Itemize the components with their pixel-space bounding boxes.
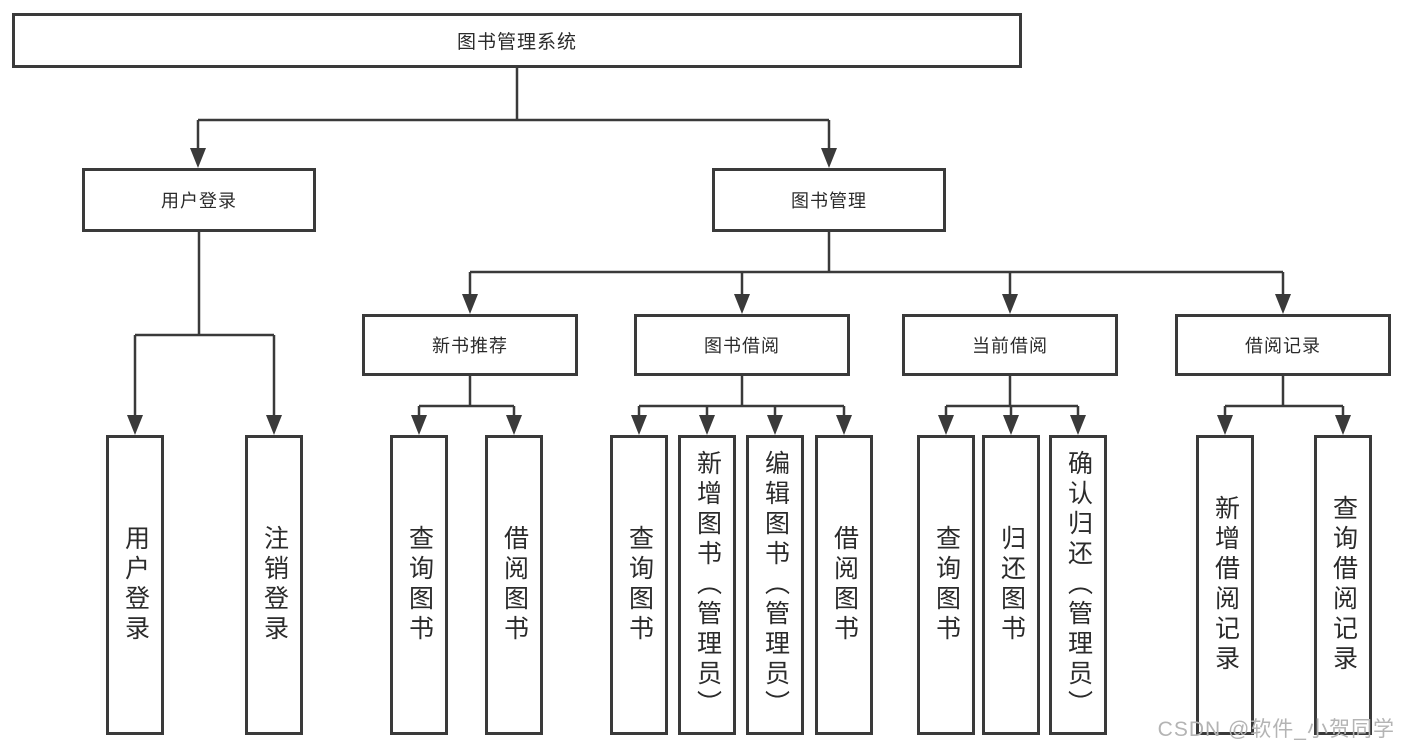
node-current-borrow: 当前借阅 bbox=[902, 314, 1118, 376]
leaf-logout: 注销登录 bbox=[245, 435, 303, 735]
leaf-user-login: 用户登录 bbox=[106, 435, 164, 735]
watermark-csdn: CSDN @软件_小贺同学 bbox=[1157, 718, 1395, 741]
node-label: 确认归还（管理员） bbox=[1064, 450, 1093, 720]
node-label: 图书管理 bbox=[791, 191, 867, 211]
node-label: 用户登录 bbox=[161, 191, 237, 211]
node-label: 查询图书 bbox=[932, 525, 961, 645]
node-library-system: 图书管理系统 bbox=[12, 13, 1022, 68]
node-label: 借阅记录 bbox=[1245, 336, 1321, 356]
leaf-query-books-borrow: 查询图书 bbox=[610, 435, 668, 735]
node-label: 图书管理系统 bbox=[456, 32, 577, 53]
connector-records-to-leaves bbox=[1217, 376, 1351, 435]
node-user-login: 用户登录 bbox=[82, 168, 316, 232]
node-new-book-recommend: 新书推荐 bbox=[362, 314, 578, 376]
node-label: 借阅图书 bbox=[500, 525, 529, 645]
node-borrow-records: 借阅记录 bbox=[1175, 314, 1391, 376]
leaf-query-books-recommend: 查询图书 bbox=[390, 435, 448, 735]
node-book-management: 图书管理 bbox=[712, 168, 946, 232]
leaf-add-borrow-record: 新增借阅记录 bbox=[1196, 435, 1254, 735]
connector-login-to-leaves bbox=[127, 232, 282, 435]
connector-mgmt-to-level3 bbox=[462, 232, 1291, 314]
connector-root-to-level2 bbox=[190, 68, 837, 168]
node-label: 新书推荐 bbox=[432, 336, 508, 356]
node-label: 新增借阅记录 bbox=[1211, 495, 1240, 675]
connector-current-to-leaves bbox=[938, 376, 1086, 435]
node-book-borrow: 图书借阅 bbox=[634, 314, 850, 376]
node-label: 图书借阅 bbox=[704, 336, 780, 356]
leaf-edit-book-admin: 编辑图书（管理员） bbox=[746, 435, 804, 735]
node-label: 用户登录 bbox=[121, 525, 150, 645]
leaf-return-books: 归还图书 bbox=[982, 435, 1040, 735]
connector-newbook-to-leaves bbox=[411, 376, 522, 435]
leaf-add-book-admin: 新增图书（管理员） bbox=[678, 435, 736, 735]
node-label: 归还图书 bbox=[997, 525, 1026, 645]
node-label: 查询图书 bbox=[625, 525, 654, 645]
connector-borrow-to-leaves bbox=[631, 376, 852, 435]
node-label: 查询借阅记录 bbox=[1329, 495, 1358, 675]
node-label: 注销登录 bbox=[260, 525, 289, 645]
leaf-borrow-books: 借阅图书 bbox=[815, 435, 873, 735]
leaf-borrow-books-recommend: 借阅图书 bbox=[485, 435, 543, 735]
leaf-query-borrow-record: 查询借阅记录 bbox=[1314, 435, 1372, 735]
node-label: 当前借阅 bbox=[972, 336, 1048, 356]
node-label: 借阅图书 bbox=[830, 525, 859, 645]
leaf-query-books-current: 查询图书 bbox=[917, 435, 975, 735]
node-label: 查询图书 bbox=[405, 525, 434, 645]
node-label: 新增图书（管理员） bbox=[693, 450, 722, 720]
node-label: 编辑图书（管理员） bbox=[761, 450, 790, 720]
leaf-confirm-return-admin: 确认归还（管理员） bbox=[1049, 435, 1107, 735]
